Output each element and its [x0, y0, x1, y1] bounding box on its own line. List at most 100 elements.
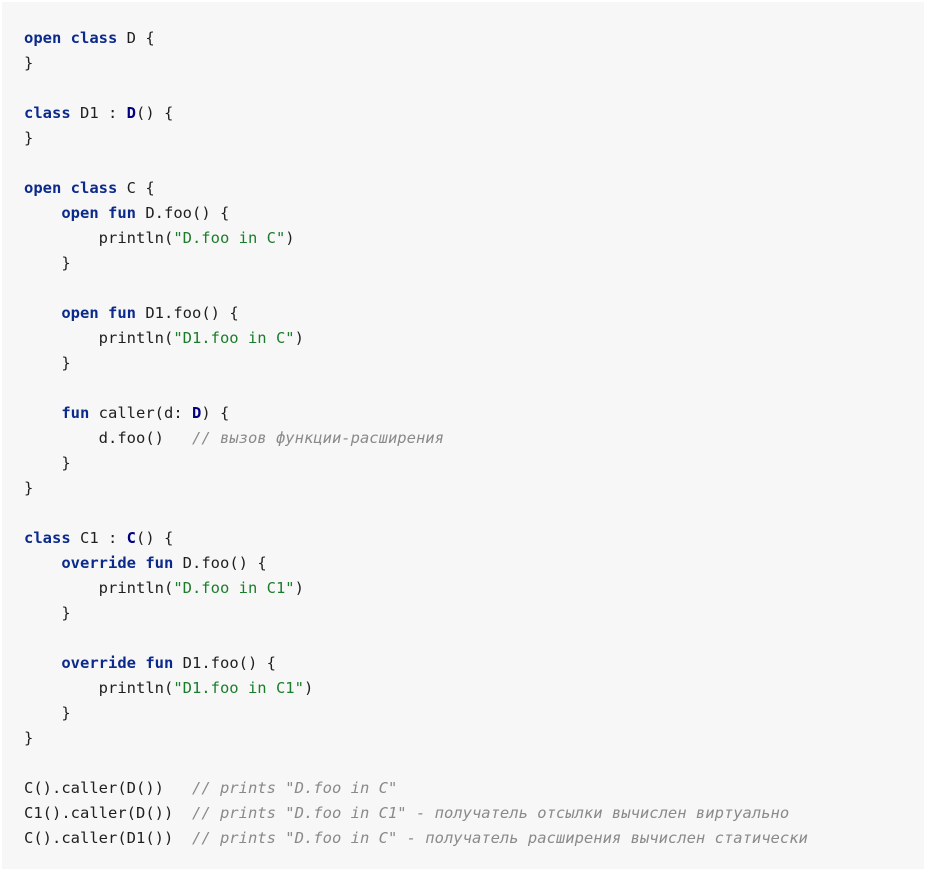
code-token	[61, 179, 70, 197]
code-token: C1().caller(D())	[24, 804, 192, 822]
code-line: C().caller(D1()) // prints "D.foo in C" …	[24, 826, 808, 851]
code-line: }	[24, 701, 808, 726]
code-line: println("D.foo in C")	[24, 226, 808, 251]
code-token: C {	[117, 179, 155, 197]
code-token: }	[24, 704, 71, 722]
code-line: fun caller(d: D) {	[24, 401, 808, 426]
code-line	[24, 751, 808, 776]
code-line: C().caller(D()) // prints "D.foo in C"	[24, 776, 808, 801]
code-token	[61, 29, 70, 47]
code-token	[24, 304, 61, 322]
code-token: C().caller(D1())	[24, 829, 192, 847]
code-listing: open class D {}class D1 : D() {}open cla…	[24, 26, 808, 851]
code-line: println("D.foo in C1")	[24, 576, 808, 601]
code-token: }	[24, 254, 71, 272]
code-token: }	[24, 454, 71, 472]
keyword-token: class	[70, 29, 118, 47]
code-line: C1().caller(D()) // prints "D.foo in C1"…	[24, 801, 808, 826]
code-token: () {	[136, 529, 174, 547]
code-token: }	[24, 354, 71, 372]
type-token: D	[191, 404, 202, 422]
code-token: ) {	[201, 404, 230, 422]
keyword-token: open	[61, 204, 99, 222]
keyword-token: fun	[108, 204, 136, 222]
code-line: }	[24, 451, 808, 476]
code-token: println(	[24, 679, 174, 697]
comment-token: // вызов функции-расширения	[191, 429, 444, 447]
keyword-token: open	[61, 304, 99, 322]
string-token: "D1.foo in C"	[173, 329, 295, 347]
string-token: "D.foo in C"	[173, 229, 286, 247]
keyword-token: class	[24, 529, 71, 547]
code-line: class C1 : C() {	[24, 526, 808, 551]
code-token: println(	[24, 579, 174, 597]
keyword-token: class	[24, 104, 71, 122]
code-token: D.foo() {	[136, 204, 230, 222]
code-token: D1 :	[70, 104, 127, 122]
code-line	[24, 76, 808, 101]
keyword-token: fun	[108, 304, 136, 322]
comment-token: // prints "D.foo in C1" - получатель отс…	[191, 804, 790, 822]
code-line: println("D1.foo in C")	[24, 326, 808, 351]
code-token: )	[285, 229, 295, 247]
code-line: d.foo() // вызов функции-расширения	[24, 426, 808, 451]
comment-token: // prints "D.foo in C"	[191, 779, 398, 797]
code-line: }	[24, 126, 808, 151]
code-token: D.foo() {	[173, 554, 267, 572]
keyword-token: fun	[145, 554, 174, 572]
code-line: }	[24, 601, 808, 626]
code-line: open fun D.foo() {	[24, 201, 808, 226]
keyword-token: class	[70, 179, 118, 197]
code-line	[24, 151, 808, 176]
code-token: println(	[24, 329, 174, 347]
code-token	[24, 654, 61, 672]
code-line	[24, 376, 808, 401]
code-token	[136, 554, 145, 572]
code-line: }	[24, 51, 808, 76]
code-token: d.foo()	[24, 429, 192, 447]
code-token: C().caller(D())	[24, 779, 192, 797]
keyword-token: override	[61, 554, 136, 572]
code-line: }	[24, 351, 808, 376]
code-token: println(	[24, 229, 174, 247]
type-token: C	[126, 529, 137, 547]
keyword-token: open	[24, 29, 62, 47]
code-token: )	[303, 679, 314, 697]
code-line	[24, 626, 808, 651]
code-line: println("D1.foo in C1")	[24, 676, 808, 701]
code-token: }	[24, 729, 34, 747]
code-token: )	[294, 329, 304, 347]
code-token: }	[24, 129, 34, 147]
code-token	[24, 404, 61, 422]
code-line: open fun D1.foo() {	[24, 301, 808, 326]
code-token: D1.foo() {	[136, 304, 239, 322]
keyword-token: fun	[145, 654, 174, 672]
keyword-token: open	[24, 179, 62, 197]
code-line: }	[24, 476, 808, 501]
code-line: open class C {	[24, 176, 808, 201]
code-line: open class D {	[24, 26, 808, 51]
code-token: }	[24, 54, 34, 72]
code-token: }	[24, 604, 71, 622]
code-token	[99, 204, 108, 222]
string-token: "D1.foo in C1"	[173, 679, 304, 697]
type-token: D	[126, 104, 137, 122]
string-token: "D.foo in C1"	[173, 579, 295, 597]
code-token	[99, 304, 108, 322]
code-line: override fun D1.foo() {	[24, 651, 808, 676]
code-line: class D1 : D() {	[24, 101, 808, 126]
code-line: }	[24, 251, 808, 276]
code-token: D {	[117, 29, 155, 47]
code-token	[24, 204, 61, 222]
code-token: caller(d:	[89, 404, 192, 422]
code-token: )	[294, 579, 304, 597]
code-token: }	[24, 479, 34, 497]
code-line: }	[24, 726, 808, 751]
code-token	[136, 654, 145, 672]
code-token: () {	[136, 104, 174, 122]
code-line	[24, 501, 808, 526]
code-token: D1.foo() {	[173, 654, 276, 672]
keyword-token: fun	[61, 404, 90, 422]
comment-token: // prints "D.foo in C" - получатель расш…	[191, 829, 808, 847]
